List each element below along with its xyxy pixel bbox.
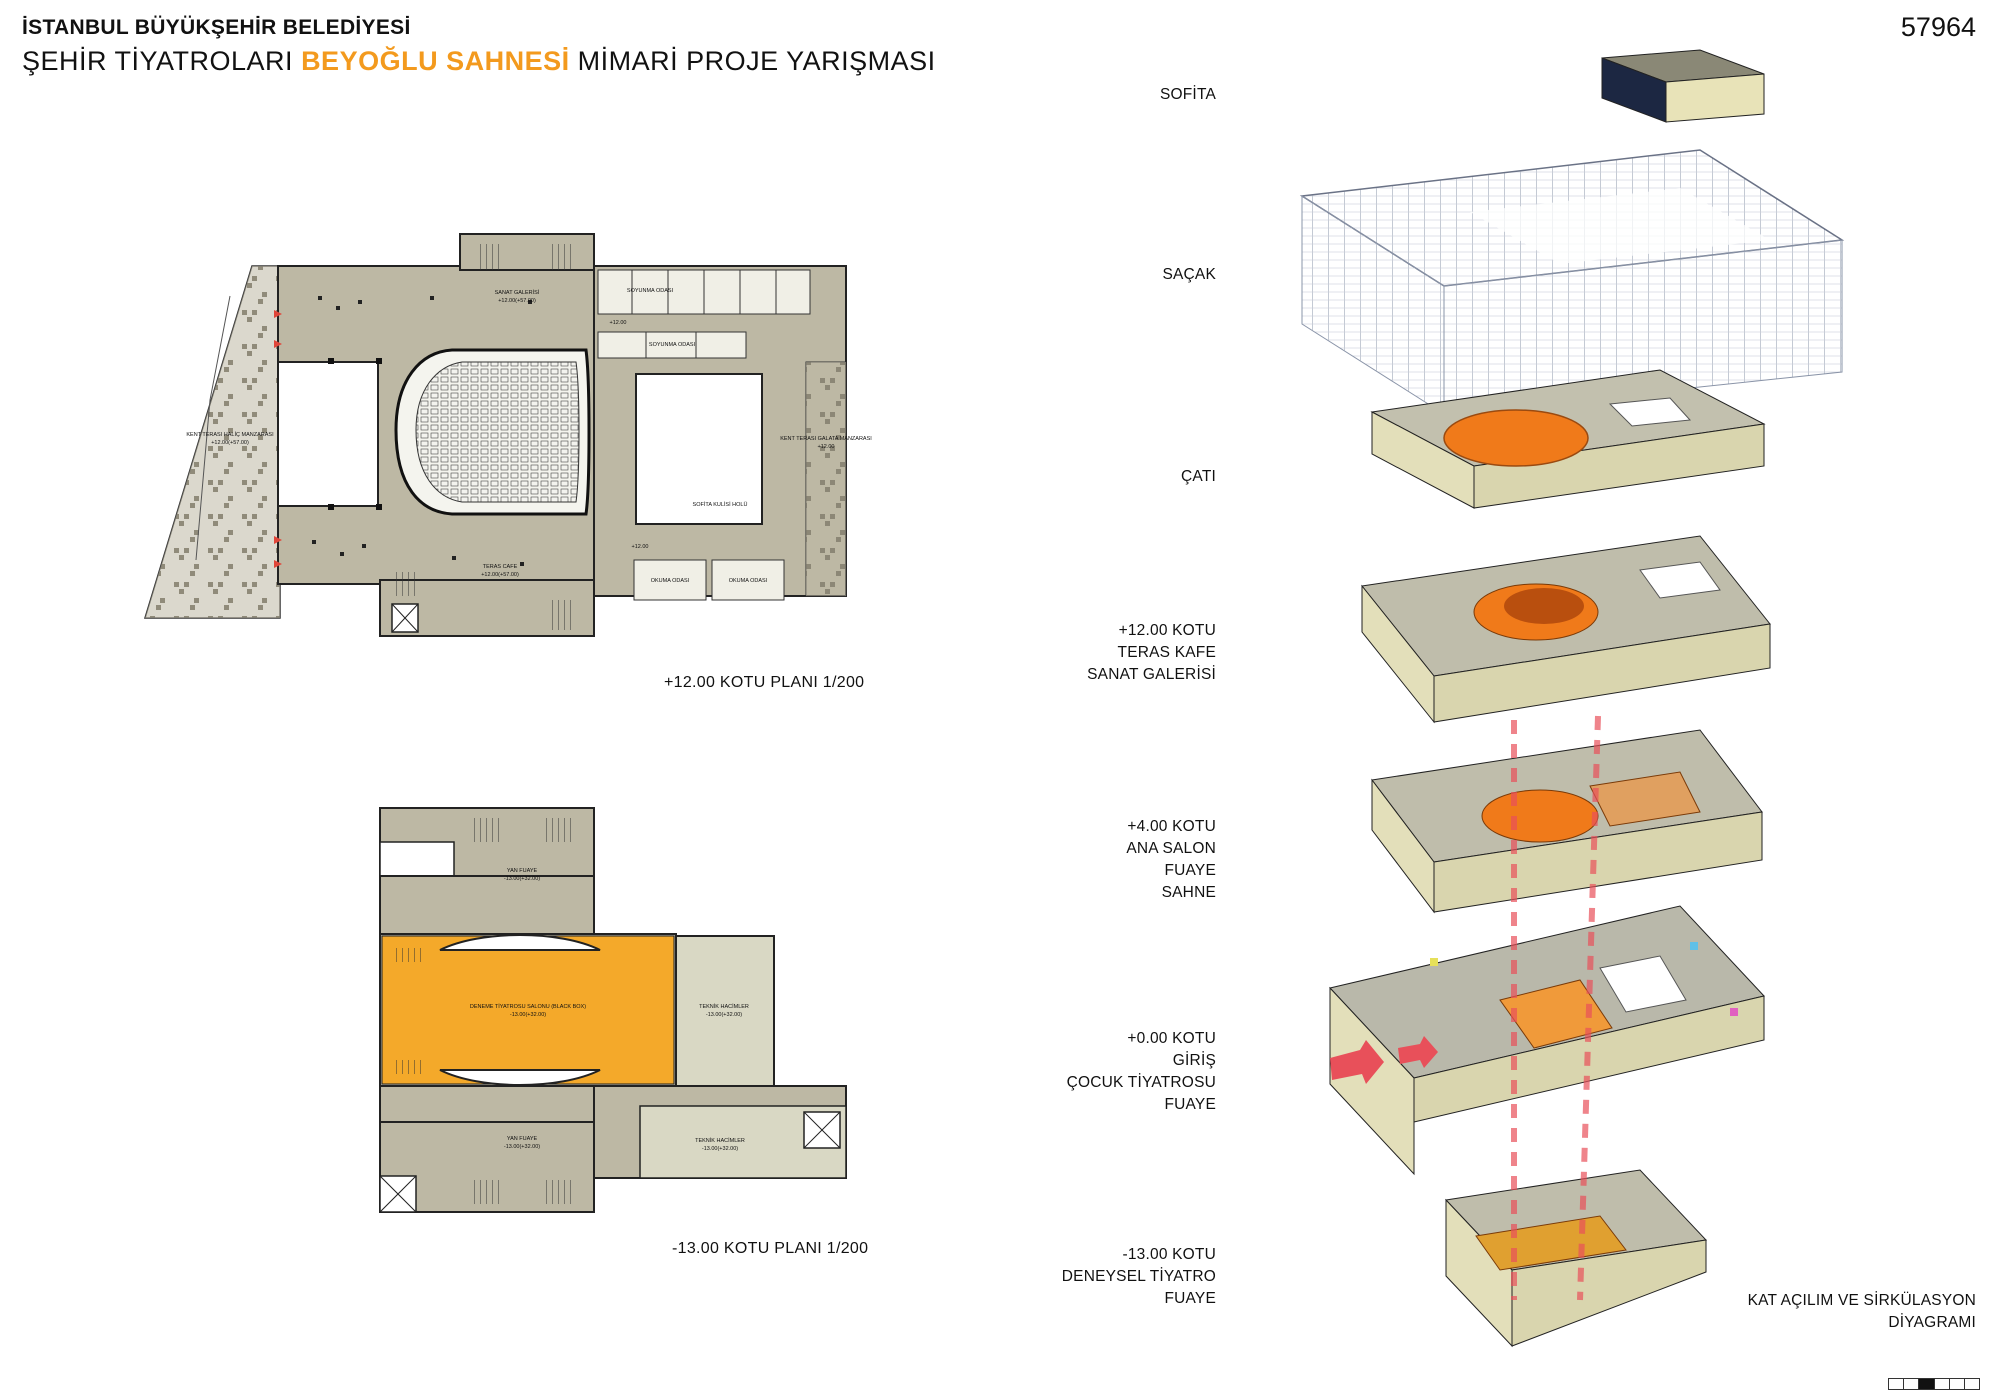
level-label-minus-13: -13.00 KOTU DENEYSEL TİYATRO FUAYE	[1062, 1244, 1216, 1310]
iso-level-12	[1361, 535, 1771, 724]
iso-sacak	[1299, 149, 1845, 415]
level-line: SOFİTA	[1159, 86, 1216, 103]
label-level-2: +12.00	[632, 544, 649, 550]
organization-name: İSTANBUL BÜYÜKŞEHİR BELEDİYESİ	[22, 16, 411, 39]
level-line: DENEYSEL TİYATRO	[1061, 1268, 1216, 1285]
upper-floor-plan: SANAT GALERİSİ +12.00(+57.00) TERAS CAFE…	[143, 233, 872, 637]
sheet-index-cell	[1889, 1379, 1905, 1389]
label-teknik-1-level: -13.00(+32.00)	[706, 1012, 742, 1018]
level-line: SAHNE	[1161, 884, 1216, 901]
label-black-box: DENEME TİYATROSU SALONU (BLACK BOX)	[470, 1003, 586, 1010]
iso-level-0	[1329, 905, 1765, 1176]
title-highlight: BEYOĞLU SAHNESİ	[301, 46, 570, 76]
title-prefix: ŞEHİR TİYATROLARI	[22, 46, 302, 76]
sheet-index-cell	[1950, 1379, 1965, 1389]
level-line: SAÇAK	[1162, 266, 1216, 283]
level-line: FUAYE	[1164, 1290, 1216, 1307]
iso-level-minus-13	[1444, 1169, 1708, 1348]
upper-plan-caption: +12.00 KOTU PLANI 1/200	[664, 674, 865, 691]
label-yan-fuaye-top: YAN FUAYE	[507, 868, 538, 874]
level-line: FUAYE	[1164, 1096, 1216, 1113]
competition-title: ŞEHİR TİYATROLARI BEYOĞLU SAHNESİ MİMARİ…	[22, 46, 936, 77]
sheet-index	[1888, 1378, 1980, 1390]
label-black-box-level: -13.00(+32.00)	[510, 1012, 546, 1018]
label-okuma-2: OKUMA ODASI	[729, 578, 768, 584]
level-line: FUAYE	[1164, 862, 1216, 879]
iso-cati	[1370, 369, 1766, 509]
label-sanat-galerisi: SANAT GALERİSİ	[495, 289, 540, 296]
label-yan-fuaye-top-level: -13.00(+32.00)	[504, 876, 540, 882]
label-sanat-galerisi-level: +12.00(+57.00)	[498, 298, 536, 304]
level-label-zero: +0.00 KOTU GİRİŞ ÇOCUK TİYATROSU FUAYE	[1067, 1028, 1216, 1116]
iso-level-4	[1371, 729, 1763, 914]
label-soyunma-2: SOYUNMA ODASI	[649, 342, 696, 348]
level-label-sofita: SOFİTA	[1160, 84, 1216, 106]
level-label-plus-4: +4.00 KOTU ANA SALON FUAYE SAHNE	[1126, 816, 1216, 904]
lower-plan-caption: -13.00 KOTU PLANI 1/200	[672, 1240, 869, 1257]
level-line: -13.00 KOTU	[1122, 1246, 1216, 1263]
label-teknik-2-level: -13.00(+32.00)	[702, 1146, 738, 1152]
exploded-axonometric-diagram	[1299, 49, 1845, 1348]
label-yan-fuaye-bottom: YAN FUAYE	[507, 1136, 538, 1142]
sheet-index-cell	[1935, 1379, 1950, 1389]
label-teknik-1: TEKNİK HACİMLER	[699, 1003, 749, 1010]
level-line: +12.00 KOTU	[1118, 622, 1216, 639]
project-number: 57964	[1900, 12, 1976, 42]
label-kent-terasi-east: KENT TERASI GALATA MANZARASI	[780, 436, 872, 442]
level-line: TERAS KAFE	[1117, 644, 1216, 661]
level-line: GİRİŞ	[1172, 1052, 1216, 1069]
label-yan-fuaye-bottom-level: -13.00(+32.00)	[504, 1144, 540, 1150]
label-sofita-kulisi: SOFİTA KULİSİ HOLÜ	[693, 501, 748, 508]
sheet-index-cell-current	[1919, 1379, 1935, 1389]
iso-sofita	[1601, 49, 1765, 123]
lower-floor-plan: DENEME TİYATROSU SALONU (BLACK BOX) -13.…	[379, 807, 847, 1213]
label-kent-terasi-east-level: +12.00	[818, 444, 835, 450]
level-line: ÇATI	[1181, 468, 1216, 485]
level-line: ÇOCUK TİYATROSU	[1066, 1074, 1216, 1091]
label-teras-cafe-level: +12.00(+57.00)	[481, 572, 519, 578]
level-label-cati: ÇATI	[1181, 466, 1216, 488]
level-line: +0.00 KOTU	[1127, 1030, 1216, 1047]
label-kent-terasi-west: KENT TERASI HALİÇ MANZARASI	[186, 431, 274, 438]
sheet-index-cell	[1904, 1379, 1920, 1389]
sheet-index-cell	[1965, 1379, 1979, 1389]
label-teknik-2: TEKNİK HACİMLER	[695, 1137, 745, 1144]
label-kent-terasi-west-level: +12.00(+57.00)	[211, 440, 249, 446]
level-label-sacak: SAÇAK	[1162, 264, 1216, 286]
level-line: SANAT GALERİSİ	[1087, 666, 1216, 683]
level-line: +4.00 KOTU	[1127, 818, 1216, 835]
level-line: ANA SALON	[1126, 840, 1216, 857]
label-soyunma-1: SOYUNMA ODASI	[627, 288, 674, 294]
label-okuma-1: OKUMA ODASI	[651, 578, 690, 584]
diagram-caption-line: DİYAGRAMI	[1888, 1314, 1976, 1331]
label-teras-cafe: TERAS CAFE	[483, 564, 518, 570]
diagram-caption: KAT AÇILIM VE SİRKÜLASYON DİYAGRAMI	[1748, 1290, 1976, 1334]
label-level-1: +12.00	[610, 320, 627, 326]
diagram-caption-line: KAT AÇILIM VE SİRKÜLASYON	[1747, 1292, 1976, 1309]
level-label-plus-12: +12.00 KOTU TERAS KAFE SANAT GALERİSİ	[1087, 620, 1216, 686]
title-suffix: MİMARİ PROJE YARIŞMASI	[569, 46, 936, 76]
